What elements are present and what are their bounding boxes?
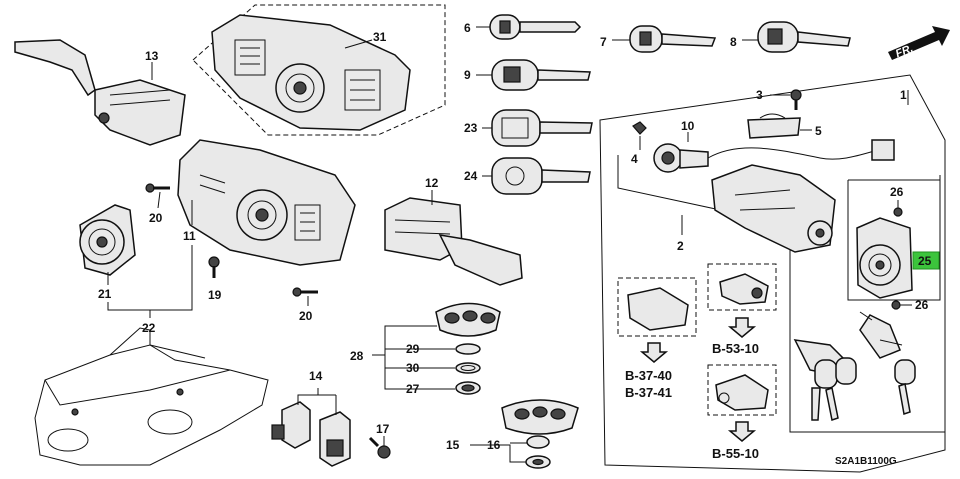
key-icon bbox=[491, 109, 593, 147]
callout-12: 12 bbox=[425, 176, 439, 190]
steering-lock bbox=[711, 164, 836, 253]
ref-b-53-10: B-53-10 bbox=[712, 341, 759, 356]
wiper-switch bbox=[384, 197, 523, 286]
cable-reel bbox=[79, 204, 136, 276]
callout-29: 29 bbox=[406, 342, 420, 356]
ref-part-2 bbox=[719, 273, 769, 305]
wire-clamp bbox=[747, 113, 801, 139]
ref-part-3 bbox=[715, 374, 769, 411]
ignition-switch bbox=[856, 217, 913, 299]
ref-box-2 bbox=[707, 263, 777, 311]
screw-icon bbox=[145, 183, 170, 193]
housing-group-frame bbox=[192, 4, 446, 136]
arrow-down-icon bbox=[727, 317, 757, 338]
callout-16: 16 bbox=[487, 438, 501, 452]
callout-27: 27 bbox=[406, 382, 420, 396]
callout-5: 5 bbox=[815, 124, 822, 138]
callout-15: 15 bbox=[446, 438, 460, 452]
key-icon bbox=[629, 25, 717, 53]
combination-switch-body bbox=[177, 139, 356, 266]
cap-16 bbox=[526, 435, 550, 449]
callout-22: 22 bbox=[142, 321, 156, 335]
callout-10: 10 bbox=[681, 119, 695, 133]
callout-2: 2 bbox=[677, 239, 684, 253]
callout-7: 7 bbox=[600, 35, 607, 49]
callout-23: 23 bbox=[464, 121, 478, 135]
transmitter-15 bbox=[501, 399, 579, 435]
diagram-code: S2A1B1100G bbox=[835, 456, 897, 467]
callout-26-upper: 26 bbox=[890, 185, 904, 199]
callout-8: 8 bbox=[730, 35, 737, 49]
direction-arrow-icon: FR. bbox=[888, 26, 950, 60]
callout-30: 30 bbox=[406, 361, 420, 375]
door-switch-14 bbox=[271, 401, 351, 467]
callout-3: 3 bbox=[756, 88, 763, 102]
callout-9: 9 bbox=[464, 68, 471, 82]
callout-4: 4 bbox=[631, 152, 638, 166]
ring-16b bbox=[525, 455, 551, 469]
battery-29 bbox=[455, 343, 481, 355]
ref-b-37-41: B-37-41 bbox=[625, 385, 672, 400]
callout-11: 11 bbox=[183, 229, 196, 243]
callout-21: 21 bbox=[98, 287, 112, 301]
key-set bbox=[793, 311, 916, 421]
ref-box-3 bbox=[707, 364, 777, 416]
arrow-down-icon bbox=[639, 342, 669, 363]
bolt-3 bbox=[790, 89, 802, 110]
screw-4 bbox=[632, 121, 647, 135]
key-icon bbox=[757, 21, 851, 53]
key-icon bbox=[491, 59, 591, 91]
ref-b-55-10: B-55-10 bbox=[712, 446, 759, 461]
callout-28: 28 bbox=[350, 349, 364, 363]
screw-26-upper bbox=[893, 207, 903, 217]
ref-part-1 bbox=[627, 287, 689, 331]
screw-26-lower bbox=[891, 300, 901, 310]
callout-20-upper: 20 bbox=[149, 211, 163, 225]
callout-20-lower: 20 bbox=[299, 309, 313, 323]
callout-24: 24 bbox=[464, 169, 478, 183]
ignition-group-frame bbox=[599, 74, 946, 473]
bolt-19 bbox=[208, 256, 220, 278]
callout-17: 17 bbox=[376, 422, 390, 436]
ref-b-37-40: B-37-40 bbox=[625, 368, 672, 383]
arrow-down-icon bbox=[727, 421, 757, 442]
callout-25: 25 bbox=[918, 254, 932, 268]
key-icon bbox=[489, 14, 582, 40]
callout-1: 1 bbox=[900, 88, 907, 102]
turn-signal-switch bbox=[14, 39, 186, 146]
callout-19: 19 bbox=[208, 288, 222, 302]
key-switch bbox=[653, 139, 895, 173]
bracket-27 bbox=[455, 381, 481, 395]
callout-31: 31 bbox=[373, 30, 387, 44]
highlight-box-25 bbox=[912, 251, 940, 270]
key-icon bbox=[491, 157, 591, 195]
callout-14: 14 bbox=[309, 369, 323, 383]
gasket-30 bbox=[455, 362, 481, 374]
callout-26-lower: 26 bbox=[915, 298, 929, 312]
callout-6: 6 bbox=[464, 21, 471, 35]
ref-box-1 bbox=[617, 277, 697, 337]
key-fob-shell bbox=[435, 302, 501, 337]
bolt-17 bbox=[368, 436, 391, 459]
screw-icon bbox=[292, 287, 318, 297]
callout-13: 13 bbox=[145, 49, 159, 63]
vehicle-outline bbox=[34, 327, 269, 466]
